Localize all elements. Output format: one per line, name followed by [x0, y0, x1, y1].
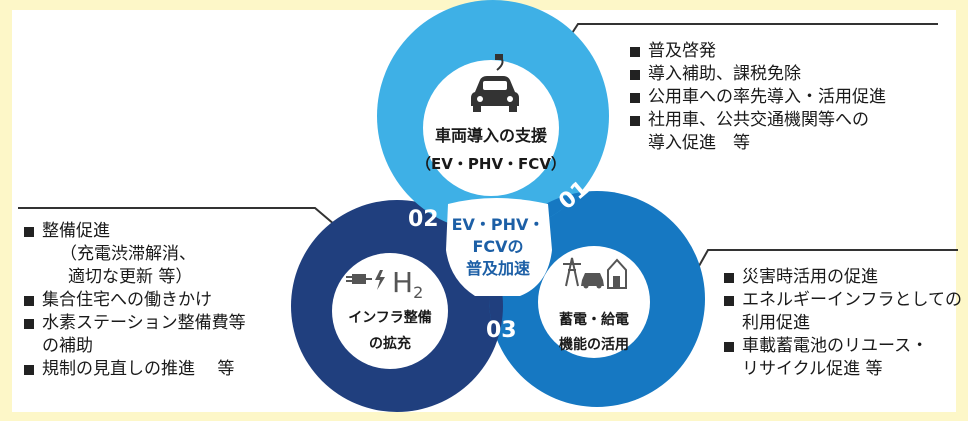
- number-02: 02: [408, 207, 439, 232]
- number-03: 03: [486, 318, 517, 343]
- center-line1: EV・PHV・: [452, 215, 545, 234]
- car-plug-icon: [471, 54, 519, 112]
- list-item: 整備促進: [22, 220, 246, 243]
- list-item: 利用促進: [742, 313, 810, 333]
- left-measures-list: 整備促進 （充電渋滞解消、 適切な更新 等） 集合住宅への働きかけ 水素ステーシ…: [22, 220, 246, 381]
- top-measures-list: 普及啓発 導入補助、課税免除 公用車への率先導入・活用促進 社用車、公共交通機関…: [628, 40, 886, 155]
- right-circle-subtitle: 機能の活用: [559, 336, 629, 353]
- list-item: 普及啓発: [628, 40, 886, 63]
- top-circle-center: [423, 60, 559, 196]
- right-measures-list: 災害時活用の促進 エネルギーインフラとしての 利用促進 車載蓄電池のリユース・ …: [722, 266, 962, 381]
- right-circle-center: [538, 246, 650, 358]
- left-circle-subtitle: の拡充: [369, 335, 411, 352]
- list-item: 水素ステーション整備費等: [22, 312, 246, 335]
- top-circle-subtitle: （EV・PHV・FCV）: [416, 155, 566, 173]
- right-circle-title: 蓄電・給電: [559, 311, 629, 328]
- left-circle-title: インフラ整備: [348, 309, 432, 326]
- list-item: 車載蓄電池のリユース・: [722, 335, 962, 358]
- list-item: の補助: [42, 336, 93, 356]
- list-item: （充電渋滞解消、: [60, 244, 196, 264]
- list-item: 適切な更新 等）: [68, 267, 193, 287]
- list-item: 社用車、公共交通機関等への: [628, 109, 886, 132]
- charger-hydrogen-icon: H2: [346, 266, 423, 302]
- list-item: 導入補助、課税免除: [628, 63, 886, 86]
- top-circle-title: 車両導入の支援: [435, 126, 548, 145]
- center-area: [446, 198, 552, 296]
- list-item: リサイクル促進 等: [742, 359, 883, 379]
- tower-car-house-icon: [563, 257, 627, 289]
- list-item: 集合住宅への働きかけ: [22, 289, 246, 312]
- list-item: 導入促進 等: [648, 133, 750, 153]
- list-item: 公用車への率先導入・活用促進: [628, 86, 886, 109]
- hydrogen-symbol: H2: [392, 266, 423, 302]
- list-item: 災害時活用の促進: [722, 266, 962, 289]
- center-line3: 普及加速: [466, 259, 530, 278]
- list-item: 規制の見直しの推進 等: [22, 358, 246, 381]
- center-line2: FCVの: [472, 237, 523, 256]
- list-item: エネルギーインフラとしての: [722, 289, 962, 312]
